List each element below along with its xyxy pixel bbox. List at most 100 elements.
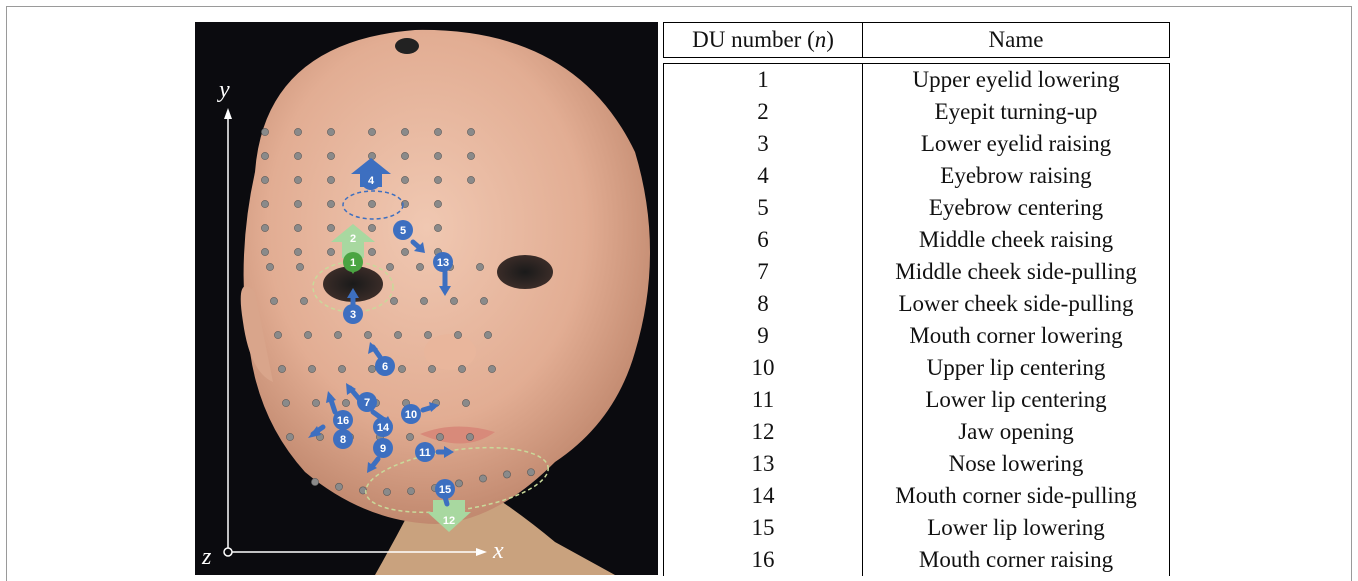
du-marker-9: 9 [373, 438, 393, 458]
marker-dot [503, 471, 510, 478]
table-row: 13Nose lowering [664, 448, 1170, 480]
du-number-cell: 16 [664, 544, 863, 576]
top-sensor [395, 38, 419, 54]
du-number-label: 7 [364, 397, 370, 409]
du-number-label: 10 [405, 409, 417, 421]
z-axis-origin [224, 548, 232, 556]
du-marker-2: 2 [350, 233, 356, 245]
du-number-label: 15 [439, 484, 451, 496]
marker-dot [327, 152, 334, 159]
marker-dot [383, 488, 390, 495]
marker-dot [327, 128, 334, 135]
du-name-cell: Upper eyelid lowering [863, 64, 1170, 97]
du-marker-12: 12 [443, 515, 455, 527]
marker-dot [294, 176, 301, 183]
marker-dot [394, 331, 401, 338]
du-marker-6: 6 [375, 356, 395, 376]
marker-dot [338, 365, 345, 372]
marker-dot [312, 399, 319, 406]
du-number-cell: 7 [664, 256, 863, 288]
marker-dot [334, 331, 341, 338]
du-number-cell: 5 [664, 192, 863, 224]
du-name-cell: Lower eyelid raising [863, 128, 1170, 160]
du-number-label: 11 [419, 447, 431, 459]
marker-dot [261, 128, 268, 135]
marker-dot [406, 433, 413, 440]
marker-dot [364, 331, 371, 338]
marker-dot [476, 263, 483, 270]
marker-dot [261, 248, 268, 255]
marker-dot [308, 365, 315, 372]
du-number-cell: 9 [664, 320, 863, 352]
marker-dot [294, 152, 301, 159]
table-row: 12Jaw opening [664, 416, 1170, 448]
du-name-cell: Upper lip centering [863, 352, 1170, 384]
du-number-cell: 3 [664, 128, 863, 160]
table-row: 2Eyepit turning-up [664, 96, 1170, 128]
marker-dot [294, 224, 301, 231]
du-name-cell: Lower cheek side-pulling [863, 288, 1170, 320]
marker-dot [467, 176, 474, 183]
marker-dot [488, 365, 495, 372]
du-marker-11: 11 [415, 442, 435, 462]
du-number-cell: 1 [664, 64, 863, 97]
marker-dot [261, 176, 268, 183]
marker-dot [401, 128, 408, 135]
marker-dot [436, 433, 443, 440]
marker-dot [455, 480, 462, 487]
du-number-cell: 6 [664, 224, 863, 256]
du-number-cell: 13 [664, 448, 863, 480]
du-name-cell: Lower lip lowering [863, 512, 1170, 544]
du-marker-4: 4 [361, 170, 381, 190]
marker-dot [311, 478, 318, 485]
marker-dot [434, 128, 441, 135]
marker-dot [327, 224, 334, 231]
du-number-cell: 4 [664, 160, 863, 192]
marker-dot [424, 331, 431, 338]
marker-dot [401, 152, 408, 159]
marker-dot [368, 224, 375, 231]
du-number-label: 13 [437, 257, 449, 269]
x-axis-label: x [492, 538, 504, 564]
du-name-cell: Lower lip centering [863, 384, 1170, 416]
du-number-cell: 8 [664, 288, 863, 320]
marker-dot [368, 248, 375, 255]
marker-dot [401, 248, 408, 255]
table-row: 11Lower lip centering [664, 384, 1170, 416]
du-number-label: 16 [337, 415, 349, 427]
marker-dot [368, 128, 375, 135]
marker-dot [466, 433, 473, 440]
du-table: DU number (n) Name 1Upper eyelid lowerin… [663, 22, 1170, 576]
marker-dot [294, 200, 301, 207]
du-number-cell: 2 [664, 96, 863, 128]
du-number-label: 1 [350, 257, 356, 269]
table-row: 5Eyebrow centering [664, 192, 1170, 224]
du-number-label: 5 [400, 225, 406, 237]
marker-dot [386, 263, 393, 270]
marker-dot [294, 128, 301, 135]
du-number-cell: 12 [664, 416, 863, 448]
android-face-photo: y x z [195, 22, 658, 575]
du-number-cell: 14 [664, 480, 863, 512]
marker-dot [480, 297, 487, 304]
marker-dot [527, 469, 534, 476]
marker-dot [479, 475, 486, 482]
du-number-label: 2 [350, 233, 356, 245]
y-axis-label: y [217, 77, 230, 103]
right-eye [497, 255, 553, 289]
table-row: 15Lower lip lowering [664, 512, 1170, 544]
du-number-label: 14 [377, 422, 390, 434]
du-name-cell: Nose lowering [863, 448, 1170, 480]
du-marker-14: 14 [373, 417, 393, 437]
du-number-label: 9 [380, 443, 386, 455]
marker-dot [454, 331, 461, 338]
du-name-cell: Eyebrow centering [863, 192, 1170, 224]
header-name: Name [863, 23, 1170, 58]
marker-dot [467, 152, 474, 159]
du-number-cell: 11 [664, 384, 863, 416]
table-row: 10Upper lip centering [664, 352, 1170, 384]
du-marker-7: 7 [357, 392, 377, 412]
marker-dot [368, 200, 375, 207]
face-illustration: y x z [195, 22, 658, 575]
table-row: 1Upper eyelid lowering [664, 64, 1170, 97]
